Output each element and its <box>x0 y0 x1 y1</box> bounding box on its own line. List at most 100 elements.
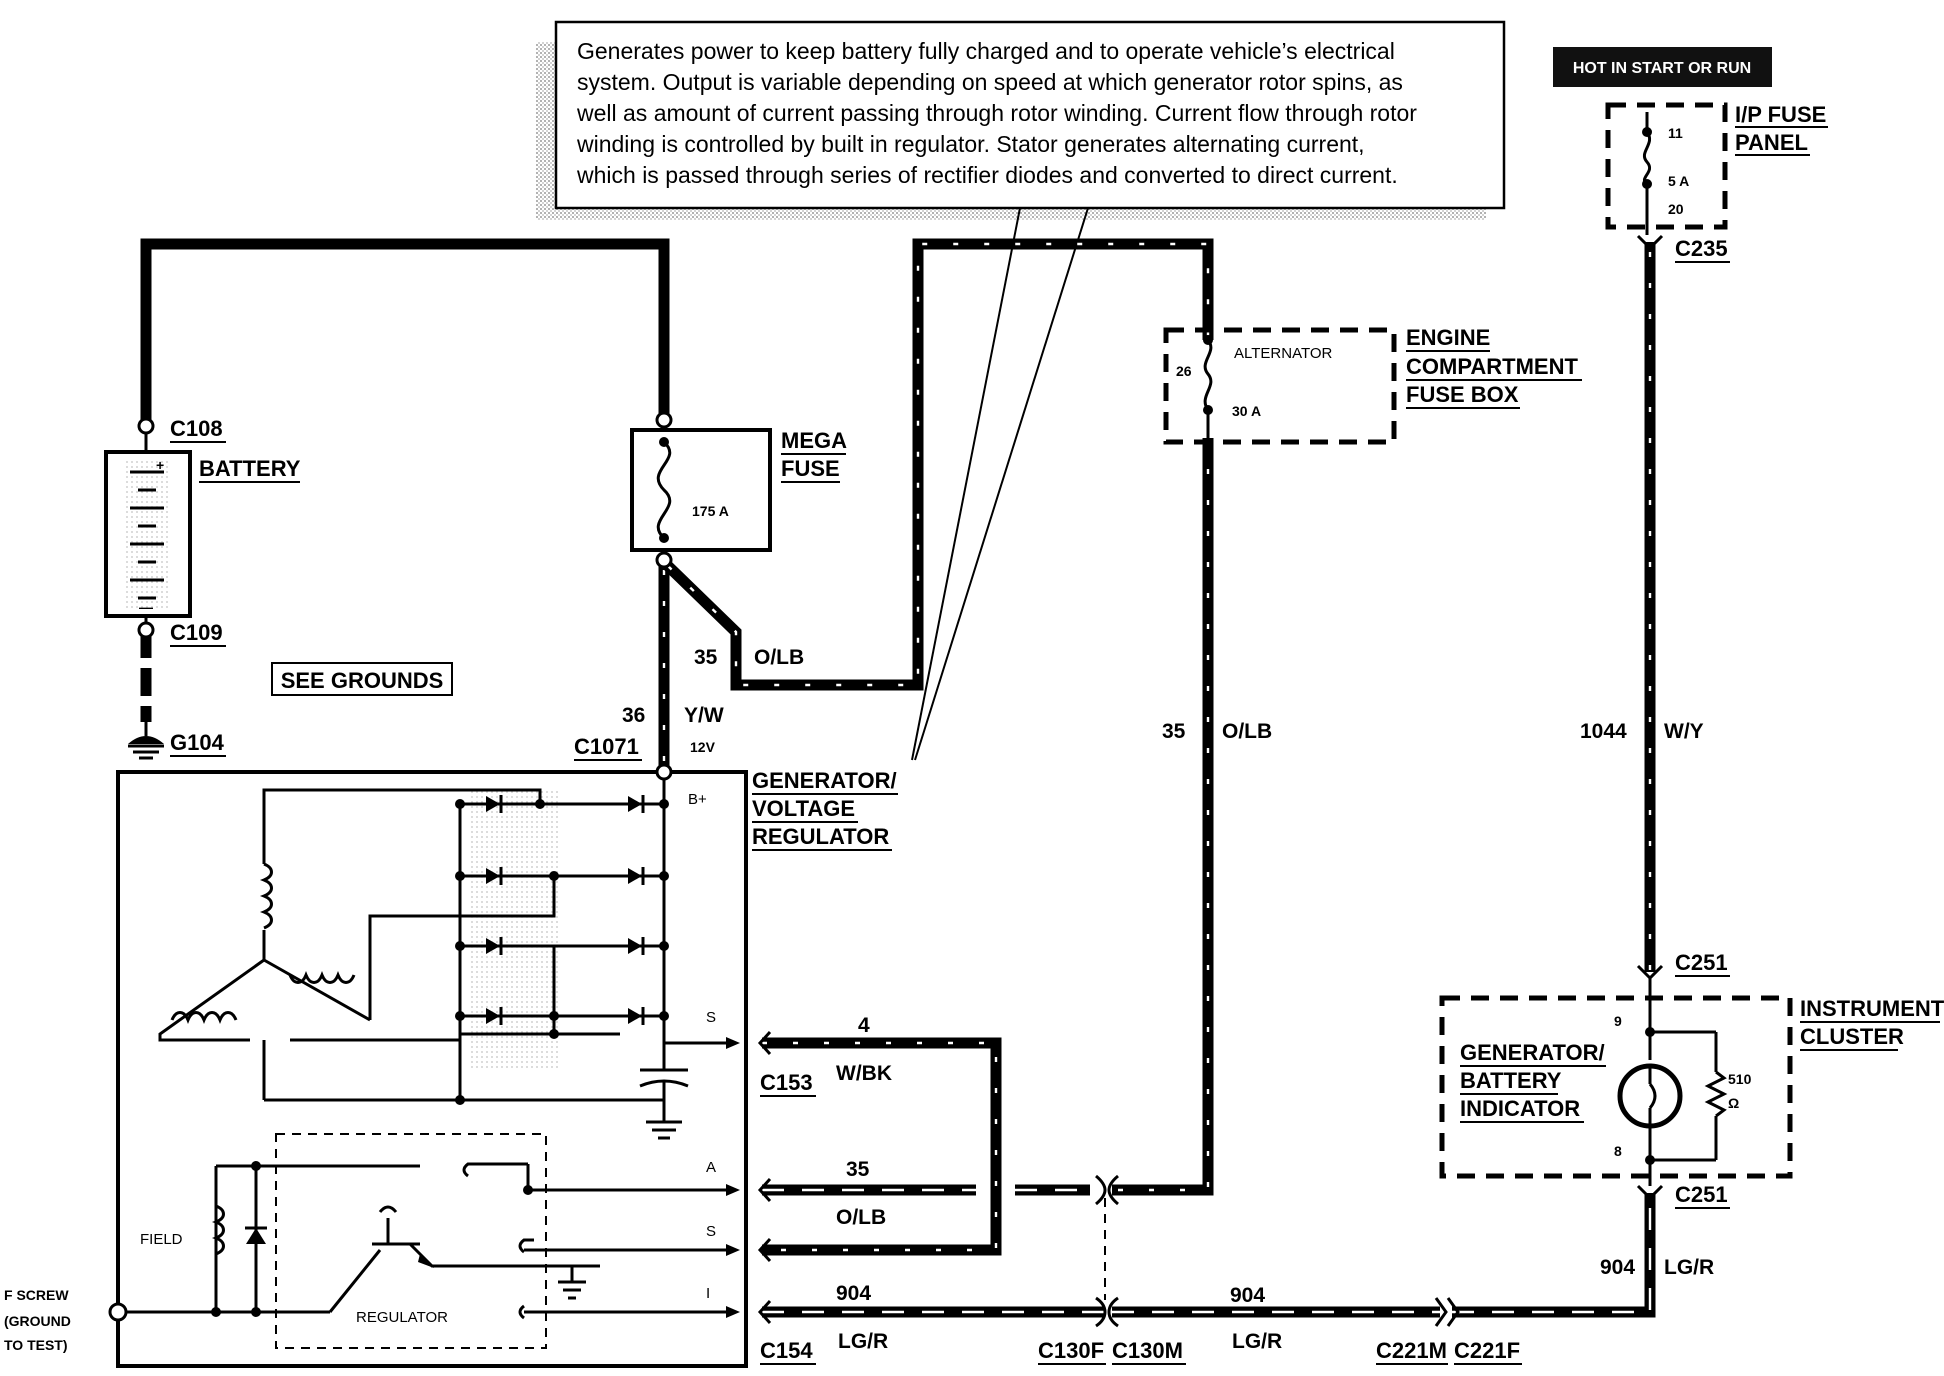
connector-c251-top: C251 <box>1675 950 1728 975</box>
svg-text:REGULATOR: REGULATOR <box>356 1309 448 1326</box>
svg-text:O/LB: O/LB <box>1222 720 1272 743</box>
wire-35-olb-upper <box>664 238 1214 691</box>
svg-text:—: — <box>139 599 153 615</box>
description-line-1: Generates power to keep battery fully ch… <box>577 38 1395 64</box>
svg-text:PANEL: PANEL <box>1735 130 1808 155</box>
description-line-3: well as amount of current passing throug… <box>576 100 1417 126</box>
svg-text:LG/R: LG/R <box>1664 1256 1714 1279</box>
connector-c130f: C130F <box>1038 1338 1104 1363</box>
svg-text:CLUSTER: CLUSTER <box>1800 1024 1904 1049</box>
svg-text:S: S <box>706 1223 716 1240</box>
ip-fuse-panel: 11 5 A 20 I/P FUSE PANEL <box>1605 102 1828 235</box>
svg-text:HOT IN START OR RUN: HOT IN START OR RUN <box>1573 60 1751 77</box>
description-line-2: system. Output is variable depending on … <box>577 69 1403 95</box>
svg-text:S: S <box>706 1009 716 1026</box>
svg-text:20: 20 <box>1668 201 1684 217</box>
svg-text:35: 35 <box>846 1158 870 1181</box>
resistor-510-icon <box>1704 1070 1728 1118</box>
see-grounds-link[interactable]: SEE GROUNDS <box>271 662 453 696</box>
stator-windings-icon <box>158 788 664 1105</box>
svg-text:30 A: 30 A <box>1232 403 1261 419</box>
connector-c130m: C130M <box>1112 1338 1183 1363</box>
mega-fuse-title: MEGA <box>781 428 847 453</box>
svg-text:12V: 12V <box>690 739 716 755</box>
svg-text:35: 35 <box>694 646 718 669</box>
svg-text:SEE GROUNDS: SEE GROUNDS <box>281 668 444 693</box>
regulator-transistor-icon <box>328 1205 600 1313</box>
f-screw-terminal <box>108 1302 128 1322</box>
description-line-5: which is passed through series of rectif… <box>576 162 1398 188</box>
svg-text:FIELD: FIELD <box>140 1231 183 1248</box>
svg-text:O/LB: O/LB <box>836 1206 886 1229</box>
generator-title: GENERATOR/ <box>752 768 897 793</box>
connector-c108: C108 <box>170 416 223 441</box>
wire-4-wbk <box>762 1037 1002 1256</box>
wire-904-lgr <box>762 1193 1656 1318</box>
engine-fuse-box-title: ENGINE <box>1406 325 1490 350</box>
svg-text:W/BK: W/BK <box>836 1062 892 1085</box>
connector-c251-bottom: C251 <box>1675 1182 1728 1207</box>
svg-text:175 A: 175 A <box>692 503 729 519</box>
svg-text:904: 904 <box>836 1282 871 1305</box>
generator-voltage-regulator: B+ S A S I FIELD REGULATOR GENERATOR/ VO… <box>108 763 898 1368</box>
battery-cable <box>140 238 670 426</box>
hot-in-start-or-run-banner: HOT IN START OR RUN <box>1553 47 1772 87</box>
svg-text:9: 9 <box>1614 1013 1622 1029</box>
svg-text:VOLTAGE: VOLTAGE <box>752 796 855 821</box>
svg-text:Y/W: Y/W <box>684 704 724 727</box>
capacitor-ground-icon <box>639 1060 689 1140</box>
svg-text:LG/R: LG/R <box>838 1330 888 1353</box>
svg-text:36: 36 <box>622 704 645 727</box>
svg-text:26: 26 <box>1176 363 1192 379</box>
svg-text:FUSE BOX: FUSE BOX <box>1406 382 1519 407</box>
svg-text:REGULATOR: REGULATOR <box>752 824 889 849</box>
svg-text:INDICATOR: INDICATOR <box>1460 1096 1580 1121</box>
svg-text:+: + <box>156 457 164 473</box>
svg-text:Ω: Ω <box>1728 1095 1739 1111</box>
svg-text:510: 510 <box>1728 1071 1752 1087</box>
description-line-4: winding is controlled by built in regula… <box>576 131 1365 157</box>
svg-text:904: 904 <box>1230 1284 1265 1307</box>
svg-text:A: A <box>706 1159 716 1176</box>
description-leader-line <box>914 207 1089 761</box>
svg-text:I: I <box>706 1285 710 1302</box>
battery-positive-terminal <box>137 417 155 435</box>
svg-text:35: 35 <box>1162 720 1186 743</box>
battery-label: BATTERY <box>199 456 301 481</box>
fuse-11-icon <box>1642 131 1652 186</box>
svg-text:904: 904 <box>1600 1256 1635 1279</box>
connector-c109: C109 <box>170 620 223 645</box>
instrument-cluster-title: INSTRUMENT <box>1800 996 1944 1021</box>
svg-text:4: 4 <box>858 1014 870 1037</box>
svg-text:O/LB: O/LB <box>754 646 804 669</box>
connector-c221f: C221F <box>1454 1338 1520 1363</box>
connector-labels: C235 C108 C109 G104 C1071 C153 C154 C130… <box>170 236 1730 1365</box>
svg-text:LG/R: LG/R <box>1232 1330 1282 1353</box>
svg-text:1044: 1044 <box>1580 720 1627 743</box>
svg-text:(GROUND: (GROUND <box>4 1313 71 1329</box>
svg-text:8: 8 <box>1614 1143 1622 1159</box>
connector-c154: C154 <box>760 1338 813 1363</box>
ground-g104-icon <box>128 722 164 760</box>
b-plus-terminal <box>655 763 673 781</box>
alternator-fuse-icon <box>1203 339 1213 411</box>
wire-35-olb-lower <box>1112 438 1214 1196</box>
battery-negative-terminal <box>137 621 155 639</box>
instrument-cluster: 9 8 510 Ω GENERATOR/ BATTERY INDICATOR I… <box>1439 978 1944 1186</box>
svg-text:W/Y: W/Y <box>1664 720 1704 743</box>
connector-c221m: C221M <box>1376 1338 1447 1363</box>
svg-text:11: 11 <box>1668 125 1683 141</box>
rectifier-diodes <box>455 795 669 1039</box>
svg-text:5 A: 5 A <box>1668 173 1689 189</box>
ip-fuse-panel-title: I/P FUSE <box>1735 102 1826 127</box>
mega-fuse: 175 A MEGA FUSE <box>630 411 847 569</box>
connector-c153: C153 <box>760 1070 813 1095</box>
engine-compartment-fuse-box: ALTERNATOR 26 30 A ENGINE COMPARTMENT FU… <box>1163 325 1582 445</box>
svg-text:ALTERNATOR: ALTERNATOR <box>1234 345 1333 362</box>
description-leader-line <box>911 207 1021 761</box>
battery: + — BATTERY <box>104 417 301 639</box>
svg-text:COMPARTMENT: COMPARTMENT <box>1406 354 1578 379</box>
svg-text:BATTERY: BATTERY <box>1460 1068 1562 1093</box>
svg-text:FUSE: FUSE <box>781 456 840 481</box>
connector-c1071: C1071 <box>574 734 639 759</box>
